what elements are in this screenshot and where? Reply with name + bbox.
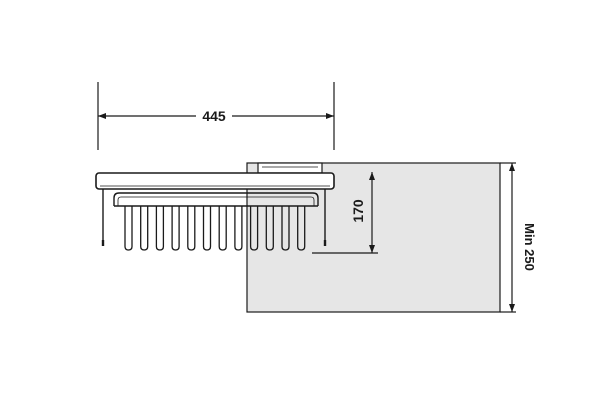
width-label: 445 — [202, 108, 226, 124]
basket-wire — [265, 206, 274, 251]
wall-bracket — [257, 162, 323, 174]
shelf-basket — [95, 162, 335, 251]
height-label: 170 — [350, 199, 366, 223]
basket-wire — [281, 206, 290, 251]
basket-frame-inner — [117, 196, 315, 206]
basket-wire — [202, 206, 212, 251]
basket-wires — [124, 206, 306, 251]
basket-wire — [234, 206, 243, 251]
basket-wire — [155, 206, 165, 251]
basket-wire — [124, 206, 133, 251]
basket-wire — [187, 206, 196, 251]
width-arrow-left — [98, 113, 106, 119]
wall-dimension — [500, 162, 516, 313]
wall-arrow-bottom — [509, 304, 515, 312]
basket-wire — [171, 206, 180, 251]
width-dimension — [97, 82, 335, 150]
basket-wire — [218, 206, 227, 251]
basket-wire — [249, 206, 259, 251]
basket-wire — [140, 206, 149, 251]
basket-wire — [297, 206, 306, 251]
width-arrow-right — [326, 113, 334, 119]
top-tray — [95, 172, 335, 190]
wall-label: Min 250 — [522, 223, 537, 271]
height-dimension — [312, 172, 378, 254]
wall-arrow-top — [509, 163, 515, 171]
height-arrow-top — [369, 172, 375, 180]
basket-frame — [113, 192, 319, 206]
height-arrow-bottom — [369, 245, 375, 253]
